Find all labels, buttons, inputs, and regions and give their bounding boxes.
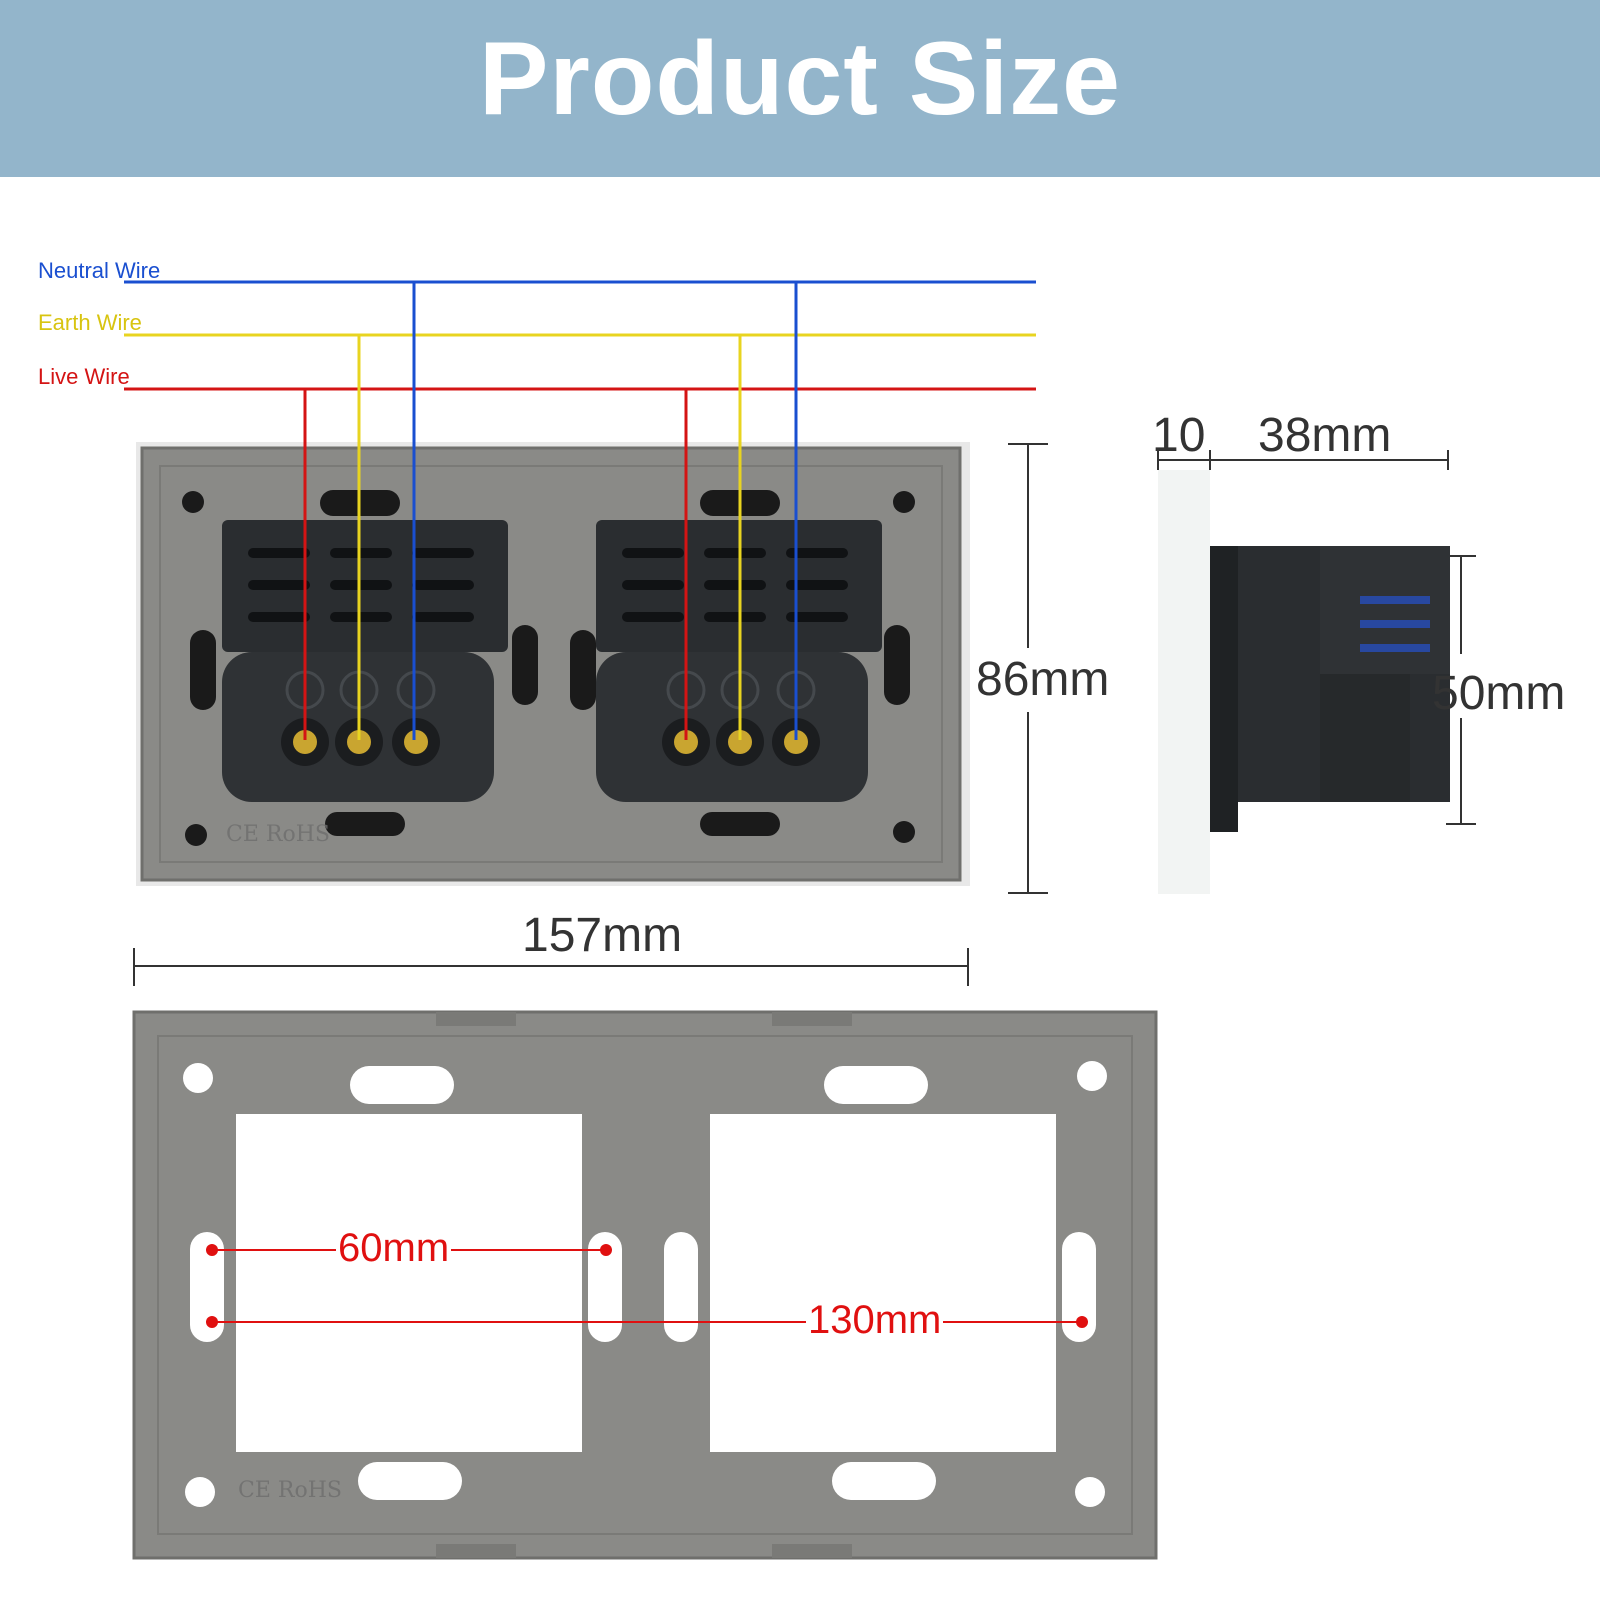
- frame-cutout-right: [710, 1114, 1056, 1452]
- height-dimension: 86mm: [976, 653, 1110, 706]
- module-spacing-dimension: 60mm: [336, 1226, 452, 1271]
- screw-hole: [893, 491, 915, 513]
- frame-cutout-left: [236, 1114, 582, 1452]
- terminal-screw: [347, 730, 371, 754]
- socket-back-view: [136, 442, 970, 886]
- mounting-frame: [132, 1010, 1158, 1560]
- mount-spacing-dimension: 130mm: [806, 1298, 944, 1343]
- terminal-screw: [404, 730, 428, 754]
- screw-hole: [893, 821, 915, 843]
- screw-hole: [185, 824, 207, 846]
- dimension-lines: [133, 443, 1476, 986]
- certification-mark: CE RoHS: [226, 822, 330, 847]
- live-wire-label: Live Wire: [38, 364, 130, 389]
- width-dimension: 157mm: [522, 909, 683, 962]
- terminal-screw: [293, 730, 317, 754]
- wiring-diagram: [124, 280, 1036, 740]
- terminal-screw: [674, 730, 698, 754]
- earth-wire-label: Earth Wire: [38, 310, 142, 335]
- socket-side-view: [1158, 470, 1450, 894]
- header-banner: Product Size: [0, 0, 1600, 177]
- body-depth-dimension: 38mm: [1258, 409, 1392, 462]
- screw-hole: [182, 491, 204, 513]
- certification-mark: CE RoHS: [238, 1478, 342, 1503]
- front-depth-dimension: 10: [1152, 409, 1206, 462]
- socket-module-left: [222, 520, 508, 802]
- terminal-screw: [784, 730, 808, 754]
- neutral-wire-label: Neutral Wire: [38, 258, 161, 283]
- page-title: Product Size: [479, 21, 1121, 137]
- terminal-screw: [728, 730, 752, 754]
- side-plate: [1158, 470, 1210, 894]
- body-height-dimension: 50mm: [1432, 667, 1566, 720]
